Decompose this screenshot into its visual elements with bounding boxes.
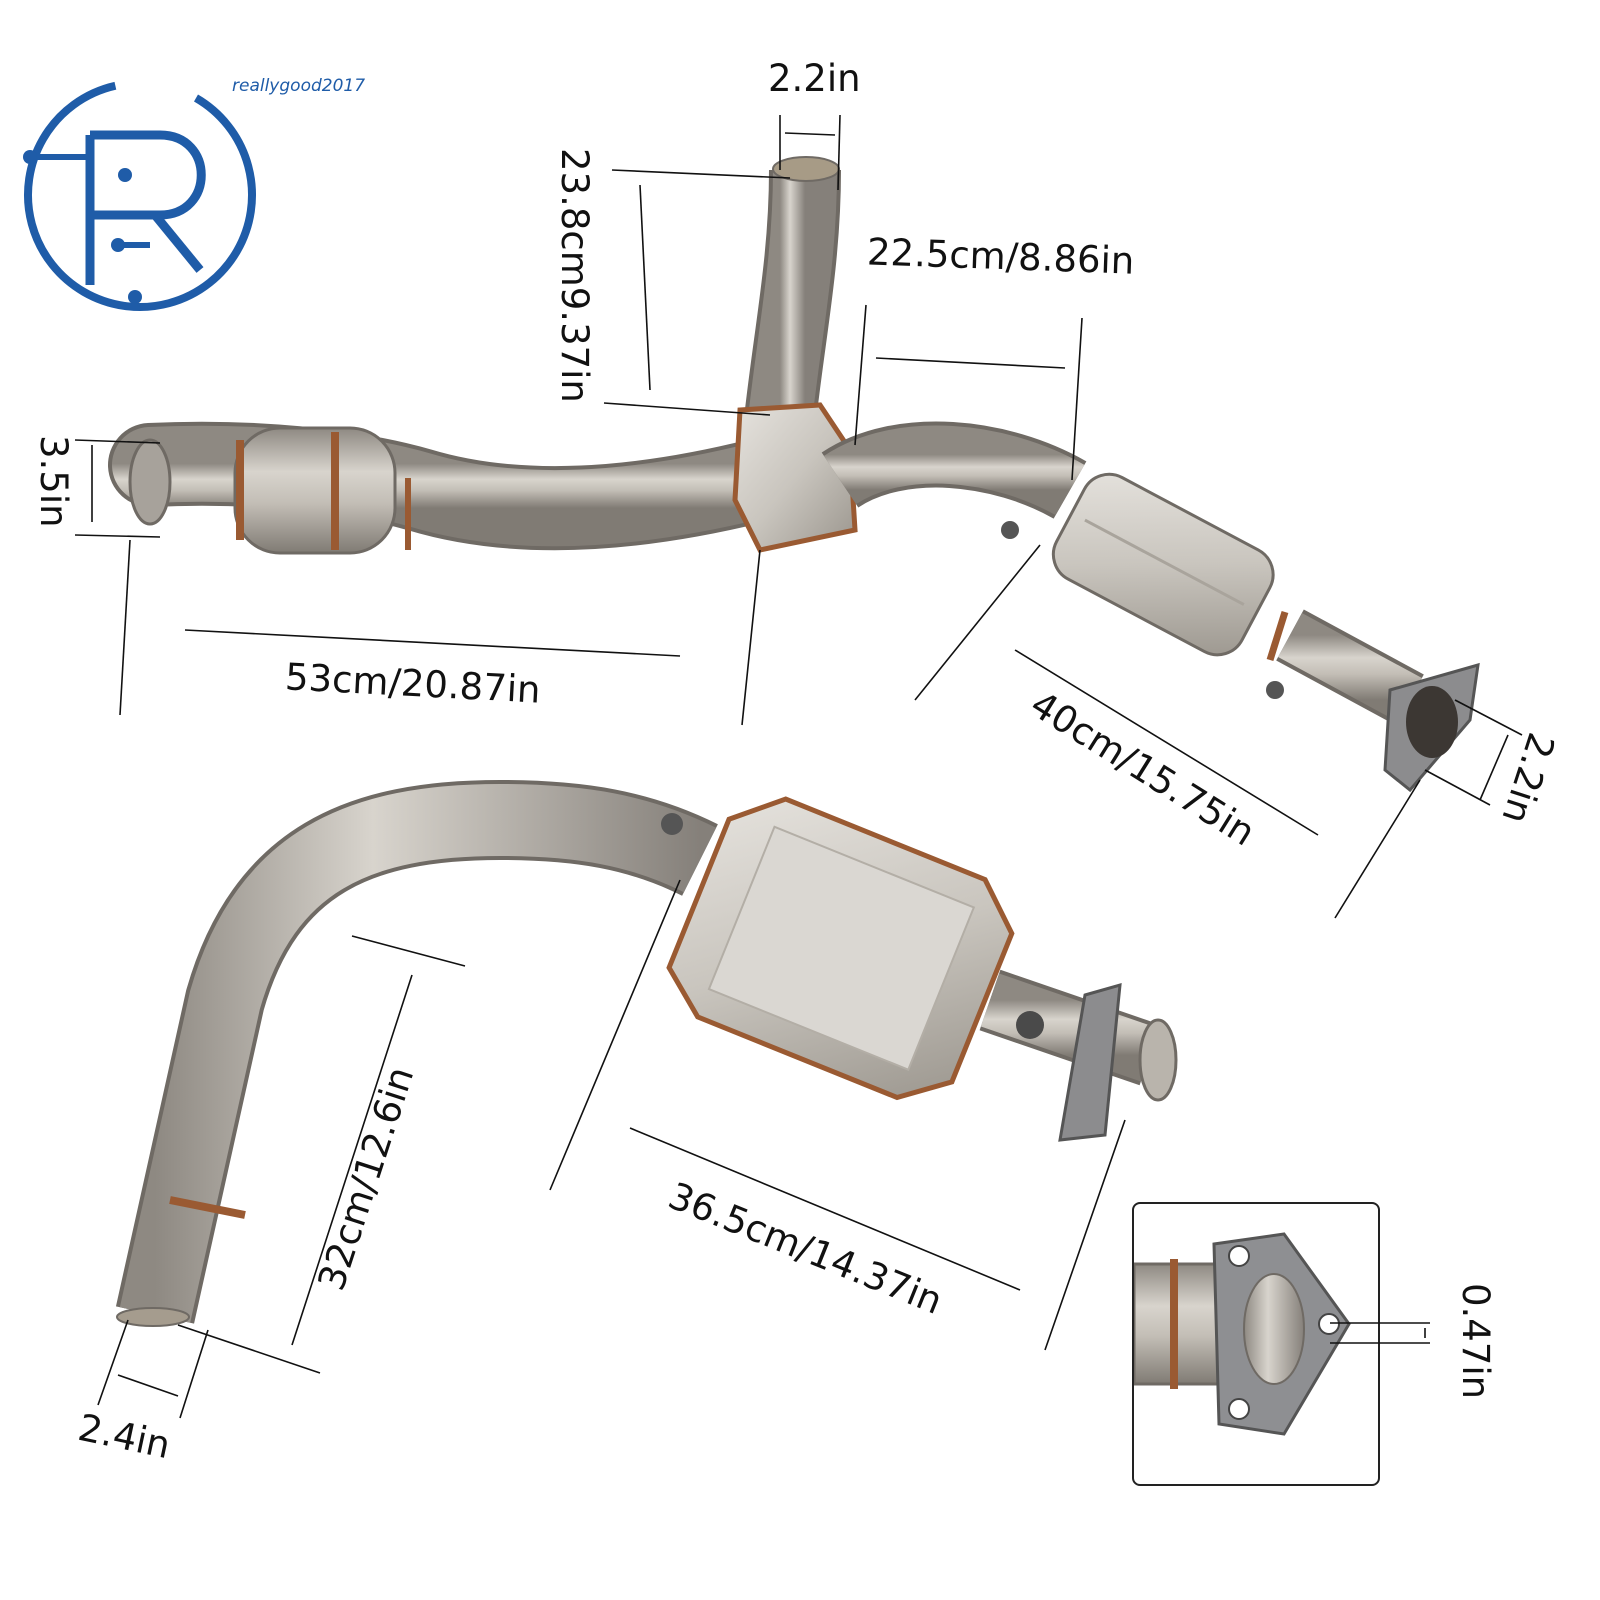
lower-cat-panel — [707, 825, 976, 1071]
weld-ring — [169, 1196, 246, 1219]
lower-outlet-pipe — [980, 973, 1160, 1082]
logo-r-icon — [23, 78, 256, 311]
dim-flange-hole: 0.47in — [1454, 1283, 1497, 1400]
right-flange-bore — [1406, 686, 1458, 758]
bolt — [1266, 681, 1284, 699]
dimension-lines — [74, 114, 1523, 1419]
bolt — [1016, 1011, 1044, 1039]
dim-inlet-diameter: 3.5in — [32, 435, 75, 528]
inlet-mouth — [128, 438, 172, 526]
bolt — [1001, 521, 1019, 539]
bolt — [661, 813, 683, 835]
flange-detail-drawing — [1134, 1232, 1351, 1436]
weld-ring — [1266, 610, 1289, 662]
lower-flange — [1058, 982, 1122, 1142]
upper-y-pipe — [108, 156, 1480, 793]
lower-pipe-body — [119, 783, 717, 1323]
front-cat-shell — [233, 426, 397, 555]
lower-pipe-mouth — [116, 1307, 190, 1327]
hole-dimension-lines — [1330, 1322, 1430, 1344]
dim-mid-span: 22.5cm/8.86in — [866, 230, 1136, 283]
dim-top-pipe-height: 23.8cm9.37in — [553, 148, 596, 403]
flange-detail-inset — [1132, 1202, 1380, 1486]
tee-junction — [732, 402, 858, 553]
right-pipe — [823, 425, 1085, 516]
watermark-text: reallygood2017 — [232, 76, 366, 96]
right-cat-shell — [1051, 472, 1275, 657]
dim-top-pipe-diameter: 2.2in — [768, 57, 861, 100]
lower-pipe — [115, 779, 1178, 1327]
lower-outlet-mouth — [1138, 1018, 1178, 1102]
top-pipe — [748, 169, 837, 424]
right-cat-rib — [1084, 518, 1245, 606]
